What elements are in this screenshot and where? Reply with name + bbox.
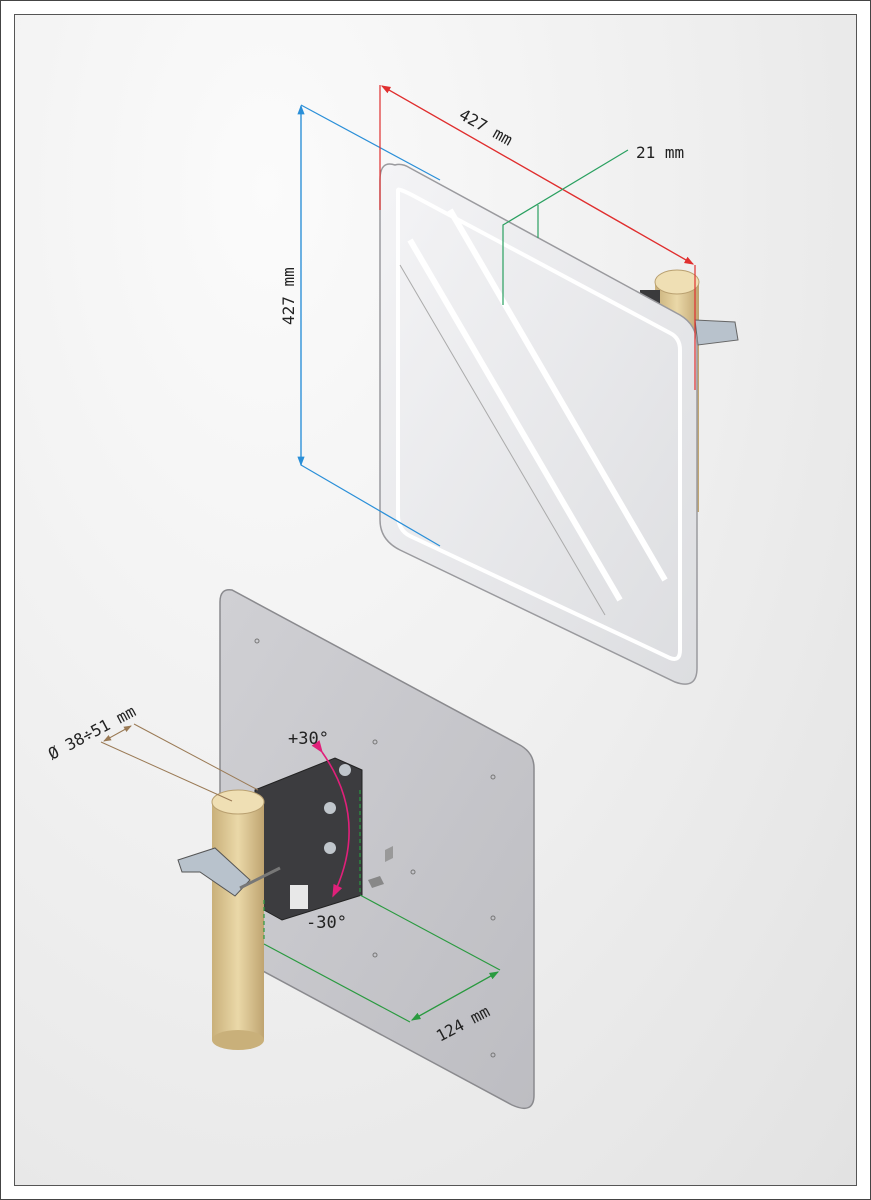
depth-label: 21 mm [636,143,684,162]
tilt-down-label: -30° [306,913,347,933]
pole-diameter-dimension [100,723,259,802]
radome-panel [379,163,698,685]
front-antenna [379,163,739,685]
back-antenna [177,589,535,1110]
depth-dimension [502,149,629,305]
height-dimension [297,104,441,547]
pole-clamp [177,847,251,897]
width-dimension [379,85,696,390]
pole-diameter-label: Ø 38÷51 mm [45,702,139,764]
back-plate [219,589,535,1110]
offset-dimension [263,790,501,1023]
width-label: 427 mm [456,105,516,150]
height-label: 427 mm [279,267,298,325]
mast-pole [211,789,265,1050]
tilt-arc [311,740,350,898]
tilt-up-label: +30° [288,729,329,749]
